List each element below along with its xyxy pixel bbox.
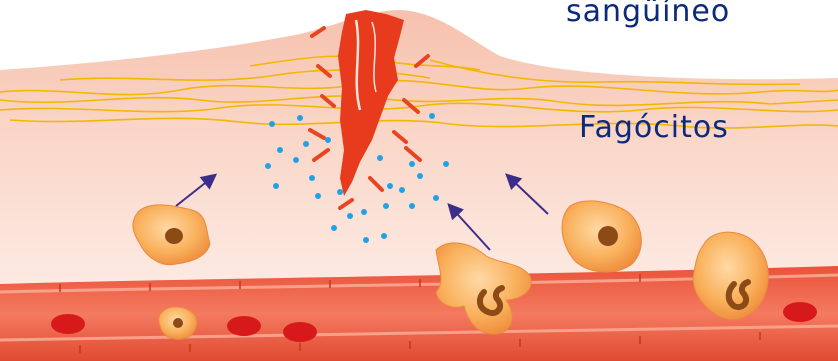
blood-vessel-label: sangüíneo: [566, 0, 730, 29]
red-blood-cell: [227, 316, 261, 336]
red-blood-cell: [283, 322, 317, 342]
red-blood-cell: [783, 302, 817, 322]
red-blood-cell: [51, 314, 85, 334]
phagocyte-cell: [159, 307, 197, 339]
phagocytes-label: Fagócitos: [579, 110, 729, 145]
